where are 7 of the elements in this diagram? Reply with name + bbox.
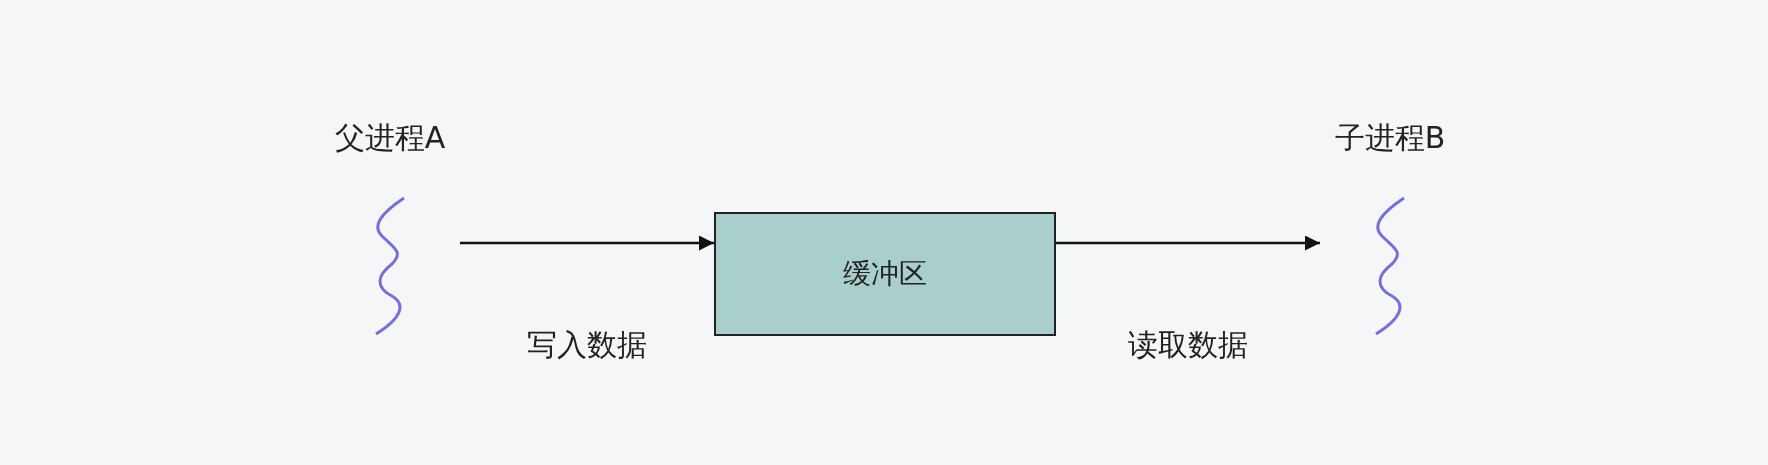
process-label: 子进程B xyxy=(1333,119,1447,157)
arrow xyxy=(460,235,714,251)
edge-label: 写入数据 xyxy=(527,326,647,364)
arrow xyxy=(1056,235,1320,251)
edge-label: 读取数据 xyxy=(1128,326,1248,364)
process-label: 父进程A xyxy=(333,119,447,157)
buffer-box: 缓冲区 xyxy=(714,212,1056,336)
